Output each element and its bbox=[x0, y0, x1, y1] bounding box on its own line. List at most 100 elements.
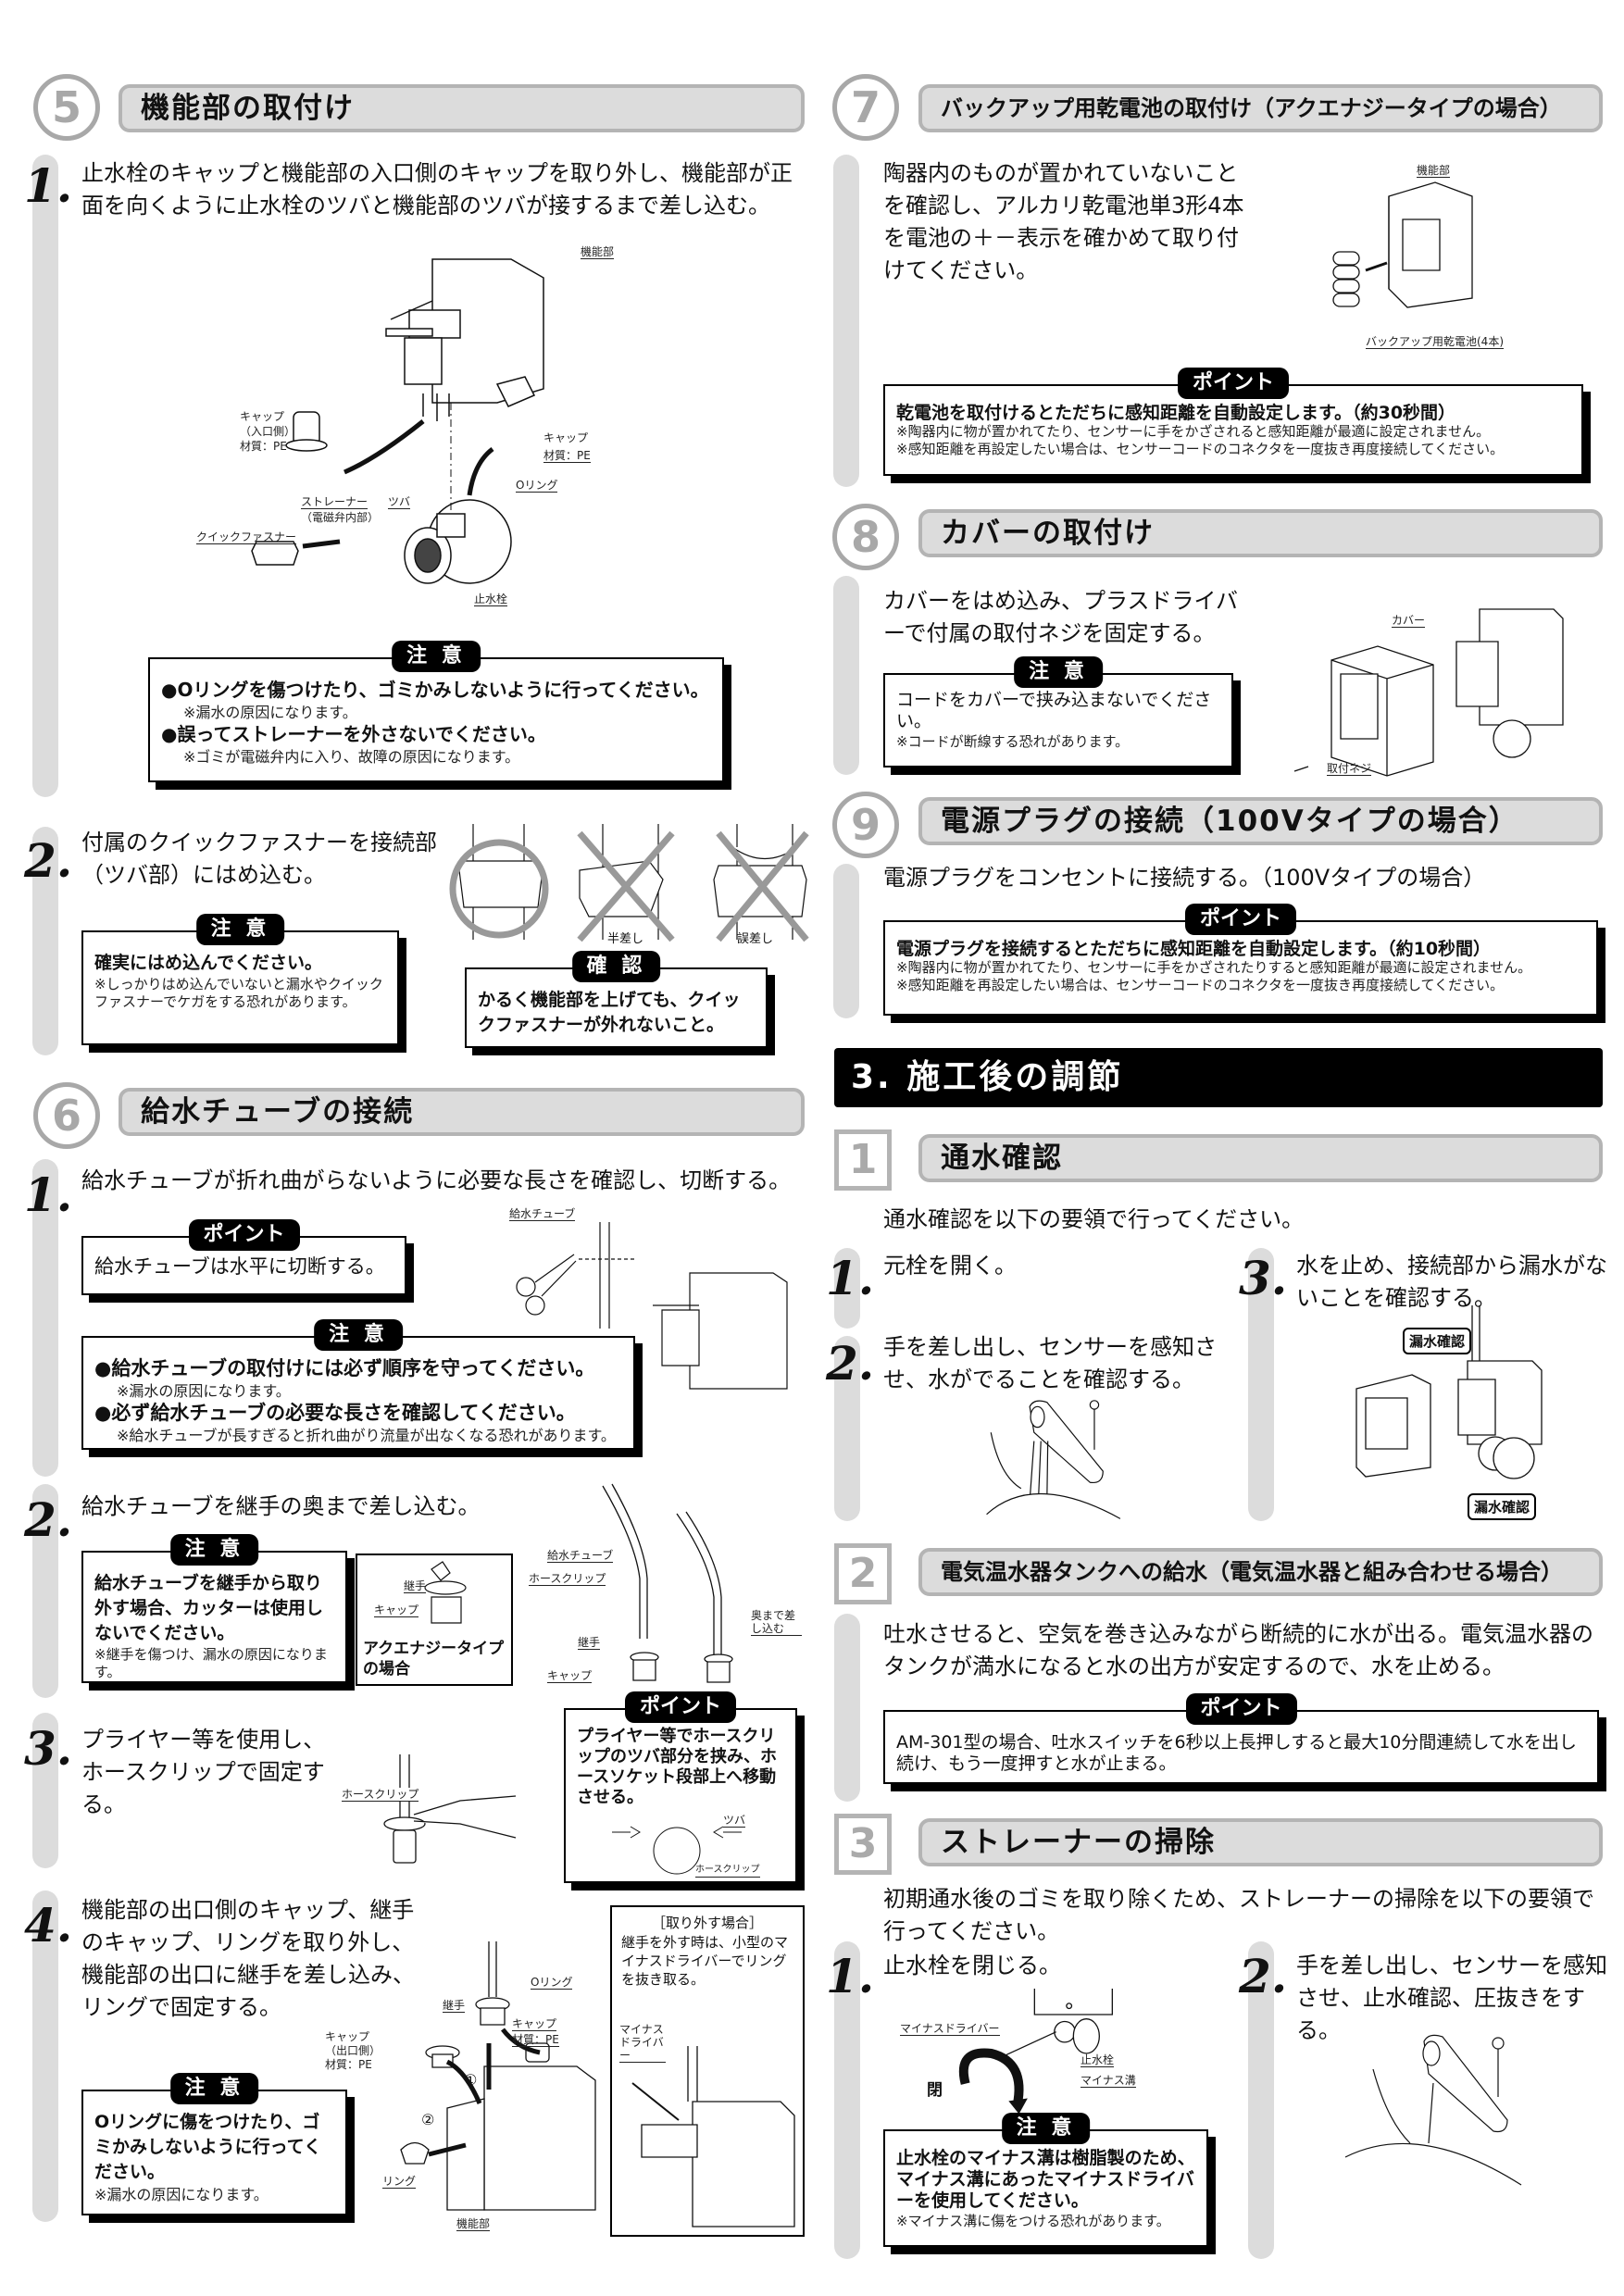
ng-cross-icon bbox=[718, 833, 806, 940]
label-hose-clip: ホースクリップ bbox=[342, 1788, 419, 1802]
label-o-ring: Oリング bbox=[531, 1976, 573, 1990]
battery-install-illustration: 機能部 バックアップ用乾電池(4本) bbox=[1315, 159, 1565, 358]
label-insert-fully: 奥まで差し込む bbox=[751, 1609, 802, 1636]
label-water-tube: 給水チューブ bbox=[547, 1549, 614, 1563]
faucet-sensor-illustration bbox=[1336, 2028, 1568, 2190]
label-quick-fastener: クイックファスナー bbox=[196, 530, 297, 544]
step-bar bbox=[1248, 1941, 1274, 2259]
caution-tag: 注 意 bbox=[1001, 2113, 1091, 2144]
section-9-number: 9 bbox=[832, 792, 899, 858]
sub-3-intro: 初期通水後のゴミを取り除くため、ストレーナーの掃除を以下の要領で行ってください。 bbox=[883, 1886, 1594, 1944]
caution-box: 注 意 確実にはめ込んでください。 ※しっかりはめ込んでいないと漏水やクイックフ… bbox=[81, 914, 399, 1045]
step-number: 2. bbox=[24, 1492, 73, 1547]
label-joint: 継手 bbox=[443, 1999, 466, 2013]
caution-box: 注 意 ●給水チューブの取付けには必ず順序を守ってください。 ※漏水の原因になり… bbox=[81, 1319, 635, 1450]
step-text: 止水栓のキャップと機能部の入口側のキャップを取り外し、機能部が正面を向くように止… bbox=[81, 160, 793, 218]
fastener-comparison-drawing bbox=[450, 824, 806, 944]
step-bar bbox=[32, 1159, 58, 1477]
label-stop-valve: 止水栓 bbox=[474, 593, 508, 606]
step-text: 元栓を開く。 bbox=[883, 1253, 1017, 1279]
caution-main: ●誤ってストレーナーを外さないでください。 bbox=[161, 723, 546, 745]
hose-clip-drawing bbox=[584, 1814, 788, 1878]
section-5-title: 機能部の取付け bbox=[119, 84, 805, 132]
caution-box: 注 意 コードをカバーで挟み込まないでください。 ※コードが断線する恐れがありま… bbox=[883, 656, 1233, 767]
cover-install-illustration: カバー 取付ネジ bbox=[1285, 591, 1568, 776]
section-9-title: 電源プラグの接続（100Vタイプの場合） bbox=[918, 797, 1603, 845]
label-cap-outlet-sub: （出口側） bbox=[325, 2044, 381, 2057]
step-text: 手を差し出し、センサーを感知させ、水がでることを確認する。 bbox=[883, 1334, 1217, 1392]
sub-3-number: 3 bbox=[834, 1814, 892, 1875]
joint-cap-drawing bbox=[357, 1555, 515, 1639]
caution-note: ※漏水の原因になります。 bbox=[183, 704, 357, 721]
aquanergy-caption: アクエナジータイプの場合 bbox=[363, 1640, 505, 1678]
label-function-unit: 機能部 bbox=[581, 245, 615, 259]
caution-note: ※給水チューブが長すぎると折れ曲がり流量が出なくなる恐れがあります。 bbox=[117, 1427, 616, 1444]
joint-ring-install-illustration: Oリング 継手 キャップ 材質：PE キャップ （出口側） 材質：PE ① ② … bbox=[318, 1941, 609, 2233]
caution-main: 確実にはめ込んでください。 bbox=[94, 953, 323, 973]
caution-note: ※コードが断線する恐れがあります。 bbox=[896, 733, 1130, 750]
quick-fastener-fit-illustration: 半差し 誤差し bbox=[450, 824, 806, 946]
caution-main: 給水チューブを継手から取り外す場合、カッターは使用しないでください。 bbox=[94, 1573, 324, 1643]
confirm-main: かるく機能部を上げても、クイックファスナーが外れないこと。 bbox=[478, 990, 741, 1035]
step-text: 水を止め、接続部から漏水がないことを確認する。 bbox=[1296, 1253, 1607, 1311]
section-6-title: 給水チューブの接続 bbox=[119, 1088, 805, 1136]
caution-note: ※漏水の原因になります。 bbox=[117, 1382, 291, 1400]
leak-check-callout: 漏水確認 bbox=[1403, 1328, 1472, 1354]
step-marker-1: ① bbox=[464, 2071, 478, 2089]
label-material: 材質：PE bbox=[512, 2033, 559, 2047]
step-bar bbox=[834, 1336, 860, 1521]
step-bar bbox=[32, 155, 58, 797]
removal-text: 継手を外す時は、小型のマイナスドライバーでリングを抜き取る。 bbox=[621, 1934, 789, 1988]
after-construction-title: 3. 施工後の調節 bbox=[834, 1048, 1603, 1107]
section-7-number: 7 bbox=[832, 74, 899, 141]
leak-check-callout: 漏水確認 bbox=[1468, 1493, 1537, 1520]
label-cap-outlet: キャップ bbox=[325, 2030, 370, 2043]
label-material: 材質：PE bbox=[240, 440, 287, 453]
section-8-number: 8 bbox=[832, 504, 899, 570]
caution-tag: 注 意 bbox=[314, 1319, 403, 1351]
label-mounting-screw: 取付ネジ bbox=[1327, 762, 1372, 776]
removal-box: ［取り外す場合］ 継手を外す時は、小型のマイナスドライバーでリングを抜き取る。 … bbox=[610, 1905, 805, 2237]
point-tag: ポイント bbox=[1177, 368, 1290, 399]
section-bar bbox=[833, 155, 859, 487]
step-text: 給水チューブを継手の奥まで差し込む。 bbox=[81, 1493, 481, 1519]
label-cap: キャップ bbox=[374, 1603, 419, 1617]
caution-tag: 注 意 bbox=[195, 914, 285, 945]
step-text: 止水栓を閉じる。 bbox=[883, 1953, 1061, 1978]
label-cap: キャップ bbox=[512, 2017, 557, 2031]
caution-box: 注 意 止水栓のマイナス溝は樹脂製のため、マイナス溝にあったマイナスドライバーを… bbox=[883, 2113, 1208, 2247]
caution-tag: 注 意 bbox=[169, 2073, 259, 2104]
step-number: 3. bbox=[1239, 1251, 1288, 1305]
point-main: 電源プラグを接続するとただちに感知距離を自動設定します。（約10秒間） bbox=[896, 939, 1492, 959]
point-tag: ポイント bbox=[1185, 1693, 1297, 1725]
confirm-box: 確 認 かるく機能部を上げても、クイックファスナーが外れないこと。 bbox=[465, 951, 768, 1048]
label-backup-battery: バックアップ用乾電池(4本) bbox=[1366, 335, 1504, 349]
label-cap-inlet-sub: （入口側） bbox=[240, 425, 296, 438]
sub-3-title: ストレーナーの掃除 bbox=[918, 1818, 1603, 1866]
label-strainer-sub: （電磁弁内部） bbox=[301, 511, 380, 524]
sub-2-text: 吐水させると、空気を巻き込みながら断続的に水が出る。電気温水器のタンクが満水にな… bbox=[883, 1621, 1594, 1679]
point-box: ポイント プライヤー等でホースクリップのツバ部分を挟み、ホースソケット段部上へ移… bbox=[564, 1691, 797, 1883]
label-ring: リング bbox=[382, 2175, 417, 2189]
sub-2-title: 電気温水器タンクへの給水（電気温水器と組み合わせる場合） bbox=[918, 1548, 1603, 1596]
tube-insert-drawing bbox=[524, 1477, 806, 1685]
caution-note: ※継手を傷つけ、漏水の原因になります。 bbox=[94, 1646, 328, 1680]
leak-check-drawing bbox=[1329, 1305, 1569, 1532]
label-function-unit: 機能部 bbox=[1417, 164, 1451, 178]
step-bar bbox=[834, 1248, 860, 1329]
tube-cut-drawing bbox=[509, 1222, 806, 1454]
pliers-drawing bbox=[266, 1754, 543, 1870]
caution-tag: 注 意 bbox=[169, 1534, 259, 1566]
point-note: ※感知距離を再設定したい場合は、センサーコードのコネクタを一度抜き再度接続してく… bbox=[896, 977, 1505, 993]
point-note: ※感知距離を再設定したい場合は、センサーコードのコネクタを一度抜き再度接続してく… bbox=[896, 441, 1505, 457]
label-material-2: 材質：PE bbox=[543, 449, 591, 463]
step-number: 2. bbox=[1239, 1949, 1288, 2003]
close-valve-illustration: マイナスドライバー 止水栓 マイナス溝 閉 bbox=[886, 1989, 1192, 2118]
section-text: カバーをはめ込み、プラスドライバーで付属の取付ネジを固定する。 bbox=[883, 588, 1239, 646]
step-text: 給水チューブが折れ曲がらないように必要な長さを確認し、切断する。 bbox=[81, 1167, 792, 1193]
removal-title: ［取り外す場合］ bbox=[651, 1915, 763, 1931]
label-material-2: 材質：PE bbox=[325, 2058, 372, 2071]
point-tag: ポイント bbox=[188, 1219, 300, 1251]
point-note: ※陶器内に物が置かれてたり、センサーに手をかざされると感知距離が最適に設定されま… bbox=[896, 423, 1491, 440]
step-text: 機能部の出口側のキャップ、継手のキャップ、リングを取り外し、機能部の出口に継手を… bbox=[81, 1897, 415, 2020]
